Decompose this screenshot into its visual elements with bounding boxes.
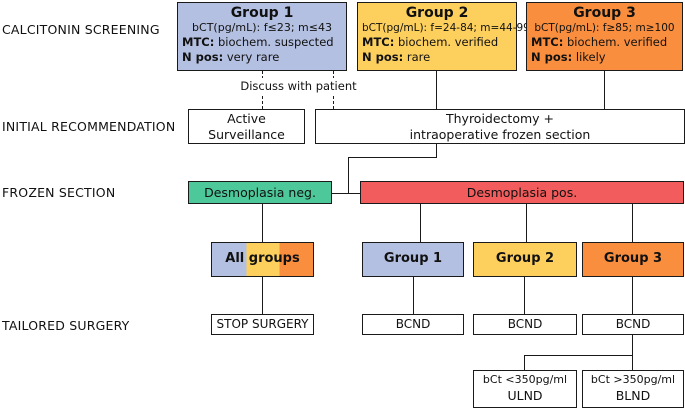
row-label-calcitonin-screening: CALCITONIN SCREENING	[2, 22, 160, 37]
connector-group2-thyroidectomy	[436, 71, 437, 109]
discuss-with-patient-label: Discuss with patient	[226, 78, 371, 94]
blnd-box: bCt >350pg/ml BLND	[582, 370, 684, 408]
active-surveillance-line2: Surveillance	[208, 126, 285, 142]
connector-split-horizontal	[332, 193, 360, 194]
desmoplasia-neg-box: Desmoplasia neg.	[188, 181, 332, 204]
blnd-label: BLND	[615, 387, 651, 403]
connector-bcnd3-down	[632, 335, 633, 356]
connector-thyroid-split	[348, 157, 349, 194]
connector-thyroid-horizontal	[348, 157, 437, 158]
bcnd-box-group3: BCND	[582, 314, 684, 335]
row-label-frozen-section: FROZEN SECTION	[2, 185, 116, 200]
connector-group3-bcnd	[632, 277, 633, 314]
connector-thyroid-down	[436, 144, 437, 158]
bcnd-box-group2: BCND	[473, 314, 577, 335]
tier-group-1-box: Group 1	[362, 242, 464, 277]
connector-neg-allgroups	[262, 204, 263, 242]
ulnd-label: ULND	[507, 387, 543, 403]
thyroidectomy-box: Thyroidectomy + intraoperative frozen se…	[315, 109, 685, 144]
thyroidectomy-line1: Thyroidectomy +	[445, 110, 554, 126]
connector-pos-group1	[420, 204, 421, 242]
connector-blnd	[632, 355, 633, 370]
group-2-title: Group 2	[405, 5, 469, 21]
group-2-box: Group 2 bCT(pg/mL): f=24-84; m=44-99 MTC…	[357, 2, 530, 71]
group-3-bct: bCT(pg/mL): f≥85; m≥100	[534, 22, 675, 34]
connector-group1-bcnd	[413, 277, 414, 314]
row-label-initial-recommendation: INITIAL RECOMMENDATION	[2, 119, 176, 134]
bcnd-box-group1: BCND	[362, 314, 464, 335]
group-1-mtc: MTC: biochem. suspected	[182, 35, 334, 49]
group-1-npos: N pos: very rare	[182, 50, 280, 64]
connector-group3-thyroidectomy	[604, 71, 605, 109]
connector-pos-group2	[526, 204, 527, 242]
group-2-npos: N pos: rare	[362, 50, 431, 64]
connector-pos-group3	[632, 204, 633, 242]
ulnd-threshold: bCt <350pg/ml	[482, 373, 568, 387]
all-groups-box: All groups	[211, 242, 314, 277]
active-surveillance-line1: Active	[227, 110, 266, 126]
ulnd-box: bCt <350pg/ml ULND	[473, 370, 577, 408]
blnd-threshold: bCt >350pg/ml	[590, 373, 676, 387]
group-3-npos: N pos: likely	[531, 50, 606, 64]
group-2-bct: bCT(pg/mL): f=24-84; m=44-99	[362, 22, 530, 34]
connector-group2-bcnd	[524, 277, 525, 314]
connector-ulnd	[524, 355, 525, 370]
group-3-title: Group 3	[573, 5, 636, 21]
connector-allgroups-stop	[262, 277, 263, 314]
row-label-tailored-surgery: TAILORED SURGERY	[2, 318, 130, 333]
thyroidectomy-line2: intraoperative frozen section	[409, 126, 591, 142]
tier-group-3-box: Group 3	[582, 242, 684, 277]
tier-group-2-box: Group 2	[473, 242, 577, 277]
group-3-mtc: MTC: biochem. verified	[531, 35, 668, 49]
stop-surgery-box: STOP SURGERY	[211, 314, 314, 335]
desmoplasia-pos-box: Desmoplasia pos.	[360, 181, 684, 204]
active-surveillance-box: Active Surveillance	[188, 109, 305, 144]
connector-bcnd3-horizontal	[524, 355, 633, 356]
group-1-bct: bCT(pg/mL): f≤23; m≤43	[192, 21, 332, 34]
group-2-mtc: MTC: biochem. verified	[362, 35, 499, 49]
group-1-box: Group 1 bCT(pg/mL): f≤23; m≤43 MTC: bioc…	[177, 2, 347, 71]
group-1-title: Group 1	[230, 5, 294, 21]
group-3-box: Group 3 bCT(pg/mL): f≥85; m≥100 MTC: bio…	[526, 2, 683, 71]
